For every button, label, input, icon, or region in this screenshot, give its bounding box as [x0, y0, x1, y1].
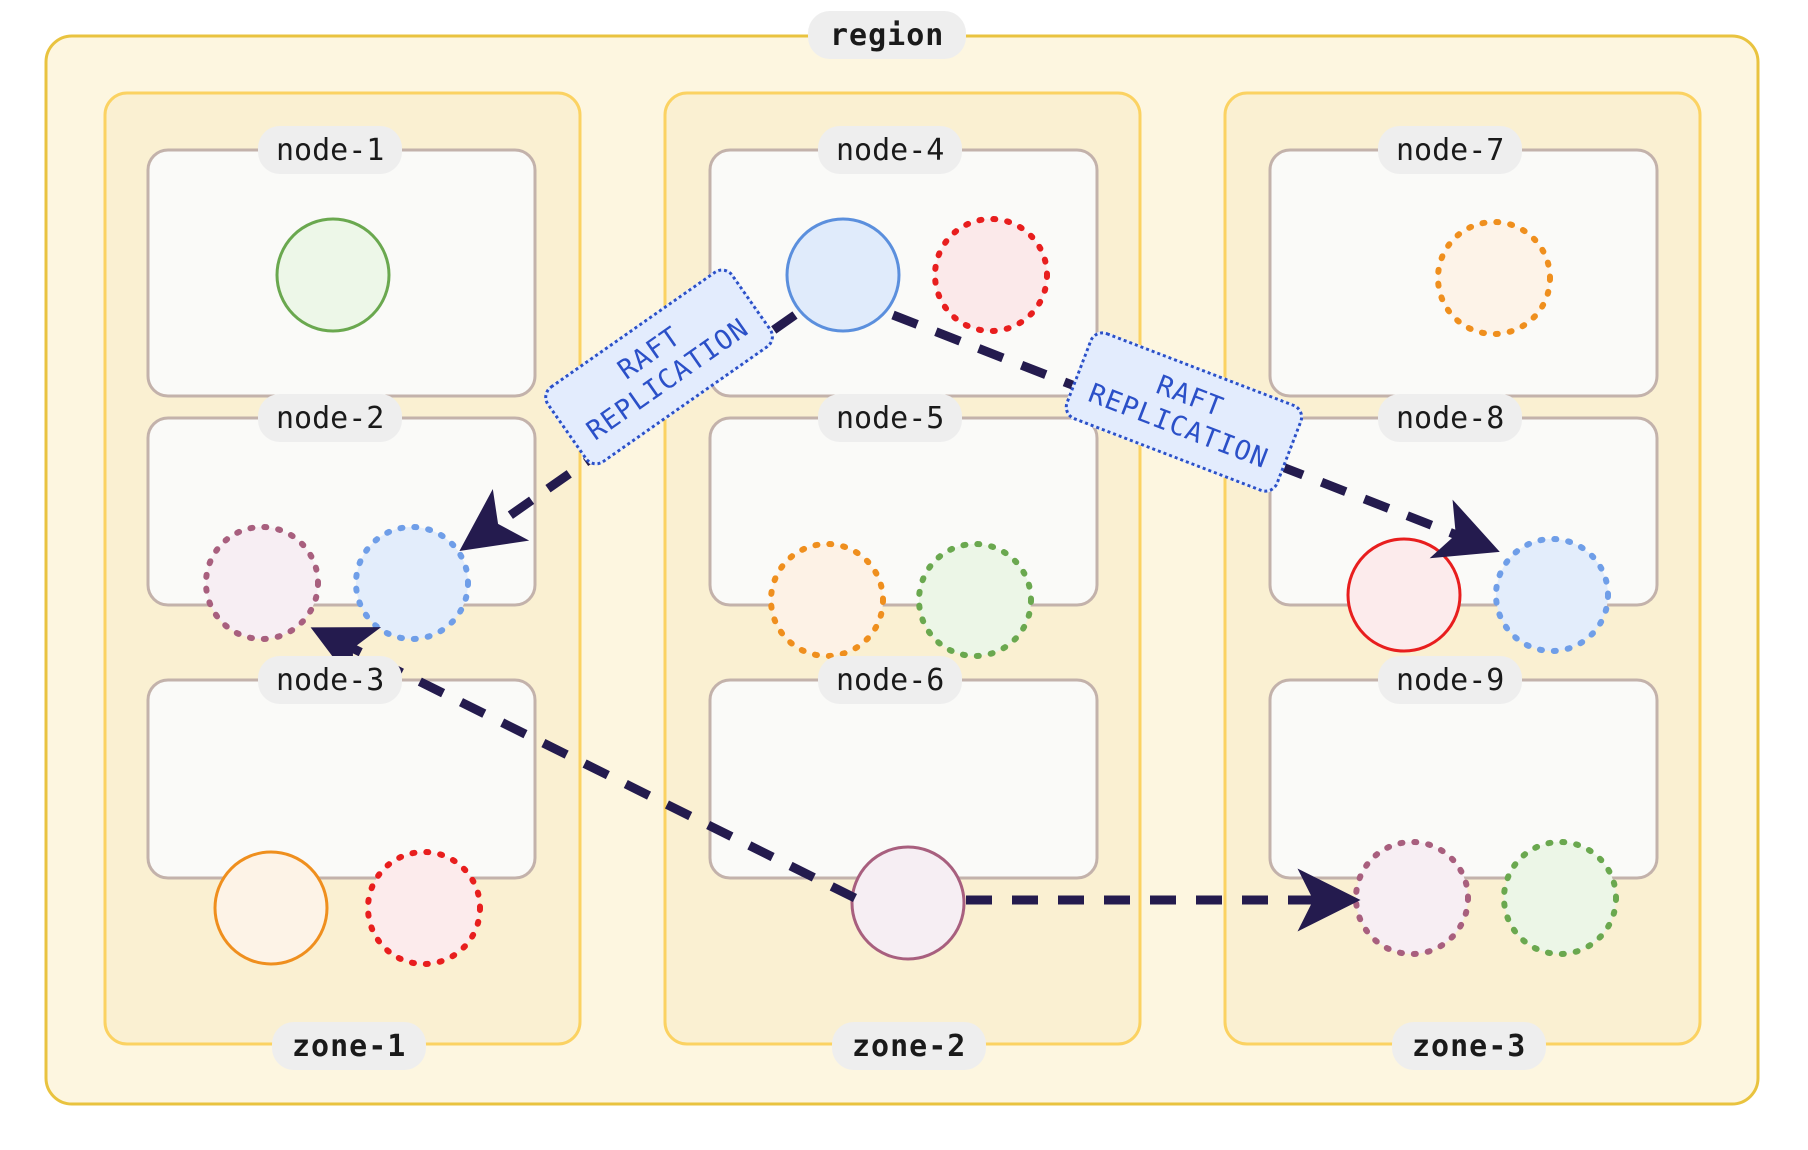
- shard-node-7-1: [1435, 219, 1553, 337]
- node-label-node-1: node-1: [258, 126, 403, 174]
- shard-node-5-2: [916, 541, 1034, 659]
- node-label-node-3: node-3: [258, 656, 403, 704]
- shard-node-2-2: [353, 524, 471, 642]
- node-label-node-5: node-5: [818, 394, 963, 442]
- shard-node-5-1: [768, 541, 886, 659]
- node-label-node-2: node-2: [258, 394, 403, 442]
- shard-node-9-1: [1353, 839, 1471, 957]
- shard-node-9-2: [1501, 839, 1619, 957]
- node-box-node-5: [708, 416, 1099, 607]
- shard-node-6-1: [850, 845, 966, 961]
- shard-node-4-2: [932, 216, 1050, 334]
- node-label-node-9: node-9: [1378, 656, 1523, 704]
- shard-node-8-2: [1493, 536, 1611, 654]
- edge-node4-node8: [891, 310, 1500, 559]
- node-label-node-4: node-4: [818, 126, 963, 174]
- shard-node-3-2: [365, 849, 483, 967]
- shard-node-4-1: [785, 217, 901, 333]
- edge-node6-node2: [310, 627, 858, 903]
- shard-node-3-1: [213, 850, 329, 966]
- node-label-node-8: node-8: [1378, 394, 1523, 442]
- zone-label-zone-2: zone-2: [832, 1022, 987, 1070]
- shard-node-2-1: [203, 524, 321, 642]
- shard-node-1-1: [275, 217, 391, 333]
- zone-label-zone-1: zone-1: [272, 1022, 427, 1070]
- zone-label-zone-3: zone-3: [1392, 1022, 1547, 1070]
- node-label-node-6: node-6: [818, 656, 963, 704]
- shard-node-8-1: [1346, 537, 1462, 653]
- node-label-node-7: node-7: [1378, 126, 1523, 174]
- region-label: region: [808, 11, 967, 59]
- node-box-node-9: [1268, 678, 1659, 880]
